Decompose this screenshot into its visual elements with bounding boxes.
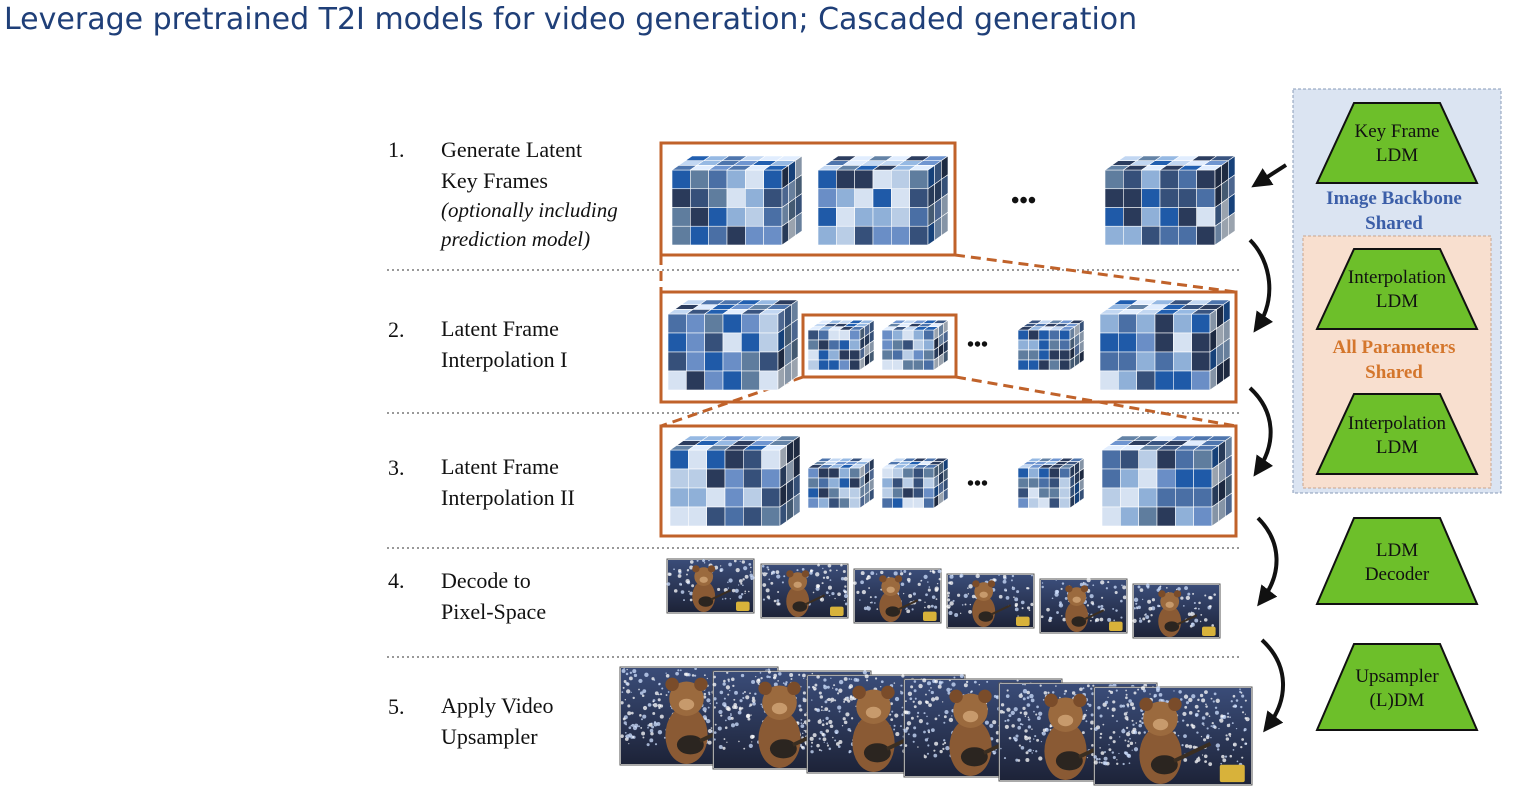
arrow-interp1 <box>1248 238 1274 333</box>
ellipsis-row3: ••• <box>967 473 989 495</box>
zoom-line-1b <box>954 253 1237 294</box>
backbone-shared-label-1: Image Backbone <box>1326 188 1462 209</box>
latent-frame-3a <box>669 435 801 527</box>
ldm-decoder: LDM Decoder <box>1315 517 1479 605</box>
decoded-frame-5 <box>1039 577 1128 634</box>
frame-interp1-inner <box>801 313 958 379</box>
ldm-decoder-label-2: Decoder <box>1365 564 1430 585</box>
latent-frame-3b <box>807 457 875 509</box>
latent-keyframe-n <box>1104 155 1236 246</box>
upsampler-ldm-label-2: (L)DM <box>1370 690 1425 711</box>
step-1-label: Generate Latent Key Frames (optionally i… <box>441 134 618 254</box>
decoded-frame-3 <box>853 568 942 624</box>
step-4-line1: Decode to <box>441 568 531 593</box>
page-title: Leverage pretrained T2I models for video… <box>4 2 1138 37</box>
latent-keyframe-2 <box>817 155 949 246</box>
decoded-frame-1 <box>666 558 755 614</box>
step-1-line1: Generate Latent <box>441 137 583 162</box>
ellipsis-row2: ••• <box>967 334 989 356</box>
flow-arrows <box>1248 163 1288 733</box>
step-2-line1: Latent Frame <box>441 316 559 341</box>
latent-keyframe-1 <box>671 155 803 246</box>
step-4-line2: Pixel-Space <box>441 599 547 624</box>
decoded-frame-2 <box>760 563 849 619</box>
params-shared-label-2: Shared <box>1365 362 1423 383</box>
arrow-upsampler <box>1260 638 1285 733</box>
step-3-label: Latent Frame Interpolation II <box>441 451 575 513</box>
step-5-number: 5. <box>388 694 405 719</box>
step-1-number: 1. <box>388 137 405 162</box>
latent-frame-3e <box>1101 435 1233 527</box>
interp-ldm-2-label-2: LDM <box>1376 437 1418 458</box>
latent-frame-3d <box>1017 457 1085 509</box>
decoded-frame-4 <box>946 573 1035 629</box>
step-1-line3: (optionally including <box>441 198 618 222</box>
latent-frame-2c <box>881 319 949 371</box>
latent-frame-2d <box>1017 319 1085 371</box>
step-2-label: Latent Frame Interpolation I <box>441 313 567 375</box>
arrow-interp2 <box>1248 386 1274 477</box>
keyframe-ldm-label-1: Key Frame <box>1355 121 1440 142</box>
interp-ldm-1-label-1: Interpolation <box>1348 267 1447 288</box>
step-4-label: Decode to Pixel-Space <box>441 565 546 627</box>
frame-interp2-outer <box>659 424 1238 538</box>
step-3-number: 3. <box>388 455 405 480</box>
arrow-decoder <box>1256 516 1279 607</box>
upsampler-ldm-label-1: Upsampler <box>1355 666 1439 687</box>
latent-frame-3c <box>881 457 949 509</box>
step-1-line2: Key Frames <box>441 168 548 193</box>
latent-frame-2b <box>807 319 875 371</box>
keyframe-ldm-label-2: LDM <box>1376 145 1418 166</box>
step-1-line4: prediction model) <box>441 227 591 251</box>
step-4-number: 4. <box>388 568 405 593</box>
backbone-shared-label-2: Shared <box>1365 213 1423 234</box>
frame-keyframes <box>659 141 957 257</box>
arrow-keyframe <box>1251 163 1288 188</box>
upsampler-ldm: Upsampler (L)DM <box>1315 643 1479 731</box>
step-5-line1: Apply Video <box>441 693 554 718</box>
latent-frame-2a <box>667 299 799 391</box>
step-3-line2: Interpolation II <box>441 485 575 510</box>
step-2-line2: Interpolation I <box>441 347 568 372</box>
upsampled-frame-6 <box>1093 686 1253 786</box>
interp-ldm-2-label-1: Interpolation <box>1348 413 1447 434</box>
ellipsis-row1: ••• <box>1011 188 1037 214</box>
interp-ldm-1-label-2: LDM <box>1376 291 1418 312</box>
latent-frame-2e <box>1099 299 1231 391</box>
decoded-frame-6 <box>1132 583 1221 639</box>
params-shared-label-1: All Parameters <box>1333 337 1456 358</box>
step-3-line1: Latent Frame <box>441 454 559 479</box>
frame-interp1-outer <box>659 290 1238 404</box>
step-5-line2: Upsampler <box>441 724 538 749</box>
separators <box>387 269 1240 658</box>
step-5-label: Apply Video Upsampler <box>441 690 554 752</box>
ldm-decoder-label-1: LDM <box>1376 540 1418 561</box>
step-2-number: 2. <box>388 317 405 342</box>
